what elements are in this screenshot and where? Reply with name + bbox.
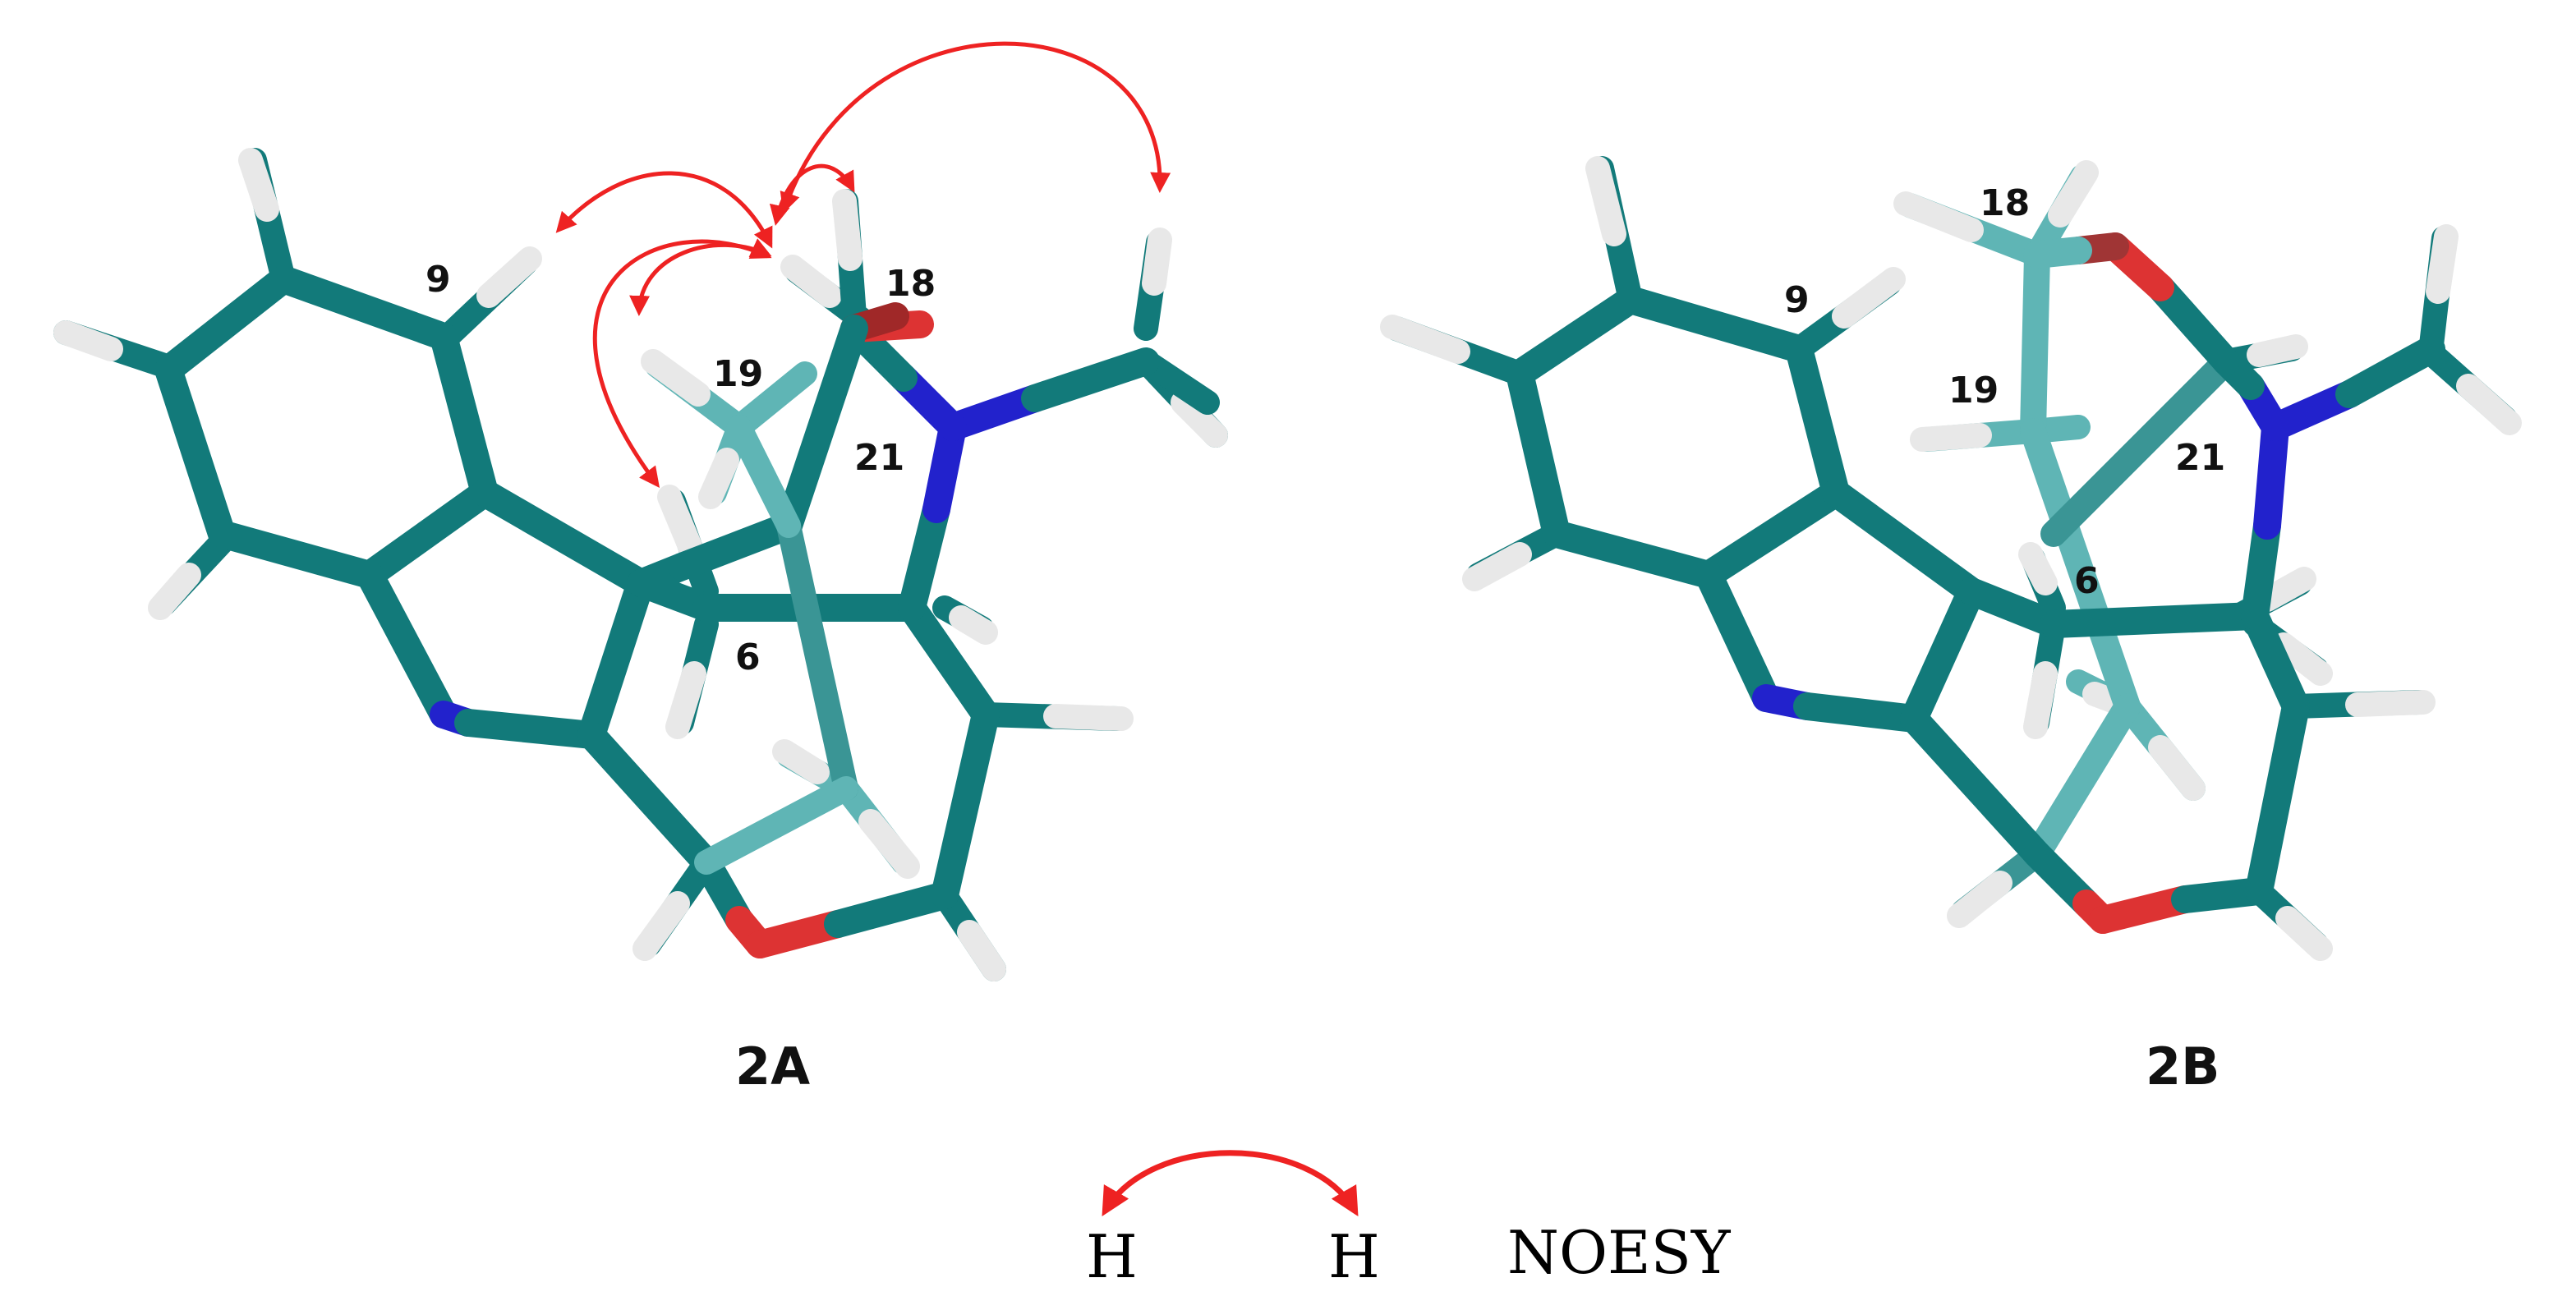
molecule-2b: 9 18 19 21 6 2B	[1380, 156, 2522, 1096]
atom-label-6: 6	[735, 637, 761, 678]
hydrogen-bonds-2b	[1380, 156, 2522, 961]
legend-arrow	[1102, 1150, 1359, 1217]
atom-label-21: 21	[2175, 437, 2225, 479]
noesy-arrow	[629, 238, 772, 316]
atom-label-19: 19	[713, 353, 763, 395]
legend: H H NOESY	[1086, 1150, 1732, 1291]
legend-h-left: H	[1086, 1222, 1138, 1291]
atom-label-18: 18	[886, 263, 936, 305]
hydrogen-bonds-2a	[53, 148, 1228, 981]
compound-label-2a: 2A	[735, 1037, 810, 1096]
skeleton-2b	[1506, 232, 2445, 934]
skeleton-2a	[154, 265, 1160, 958]
noesy-arrows-2a	[555, 41, 1171, 489]
atom-label-6: 6	[2074, 560, 2100, 602]
atom-label-9: 9	[1784, 279, 1810, 321]
atom-label-18: 18	[1980, 182, 2030, 224]
legend-title: NOESY	[1507, 1218, 1732, 1287]
noesy-arrow	[780, 41, 1171, 214]
atom-label-19: 19	[1948, 370, 1999, 411]
atom-label-21: 21	[854, 437, 904, 479]
compound-label-2b: 2B	[2146, 1037, 2220, 1096]
atom-label-9: 9	[426, 259, 451, 301]
molecule-2a: 9 18 19 21 6 2A	[53, 41, 1228, 1096]
legend-h-right: H	[1328, 1222, 1380, 1291]
noesy-arrow	[555, 171, 773, 249]
